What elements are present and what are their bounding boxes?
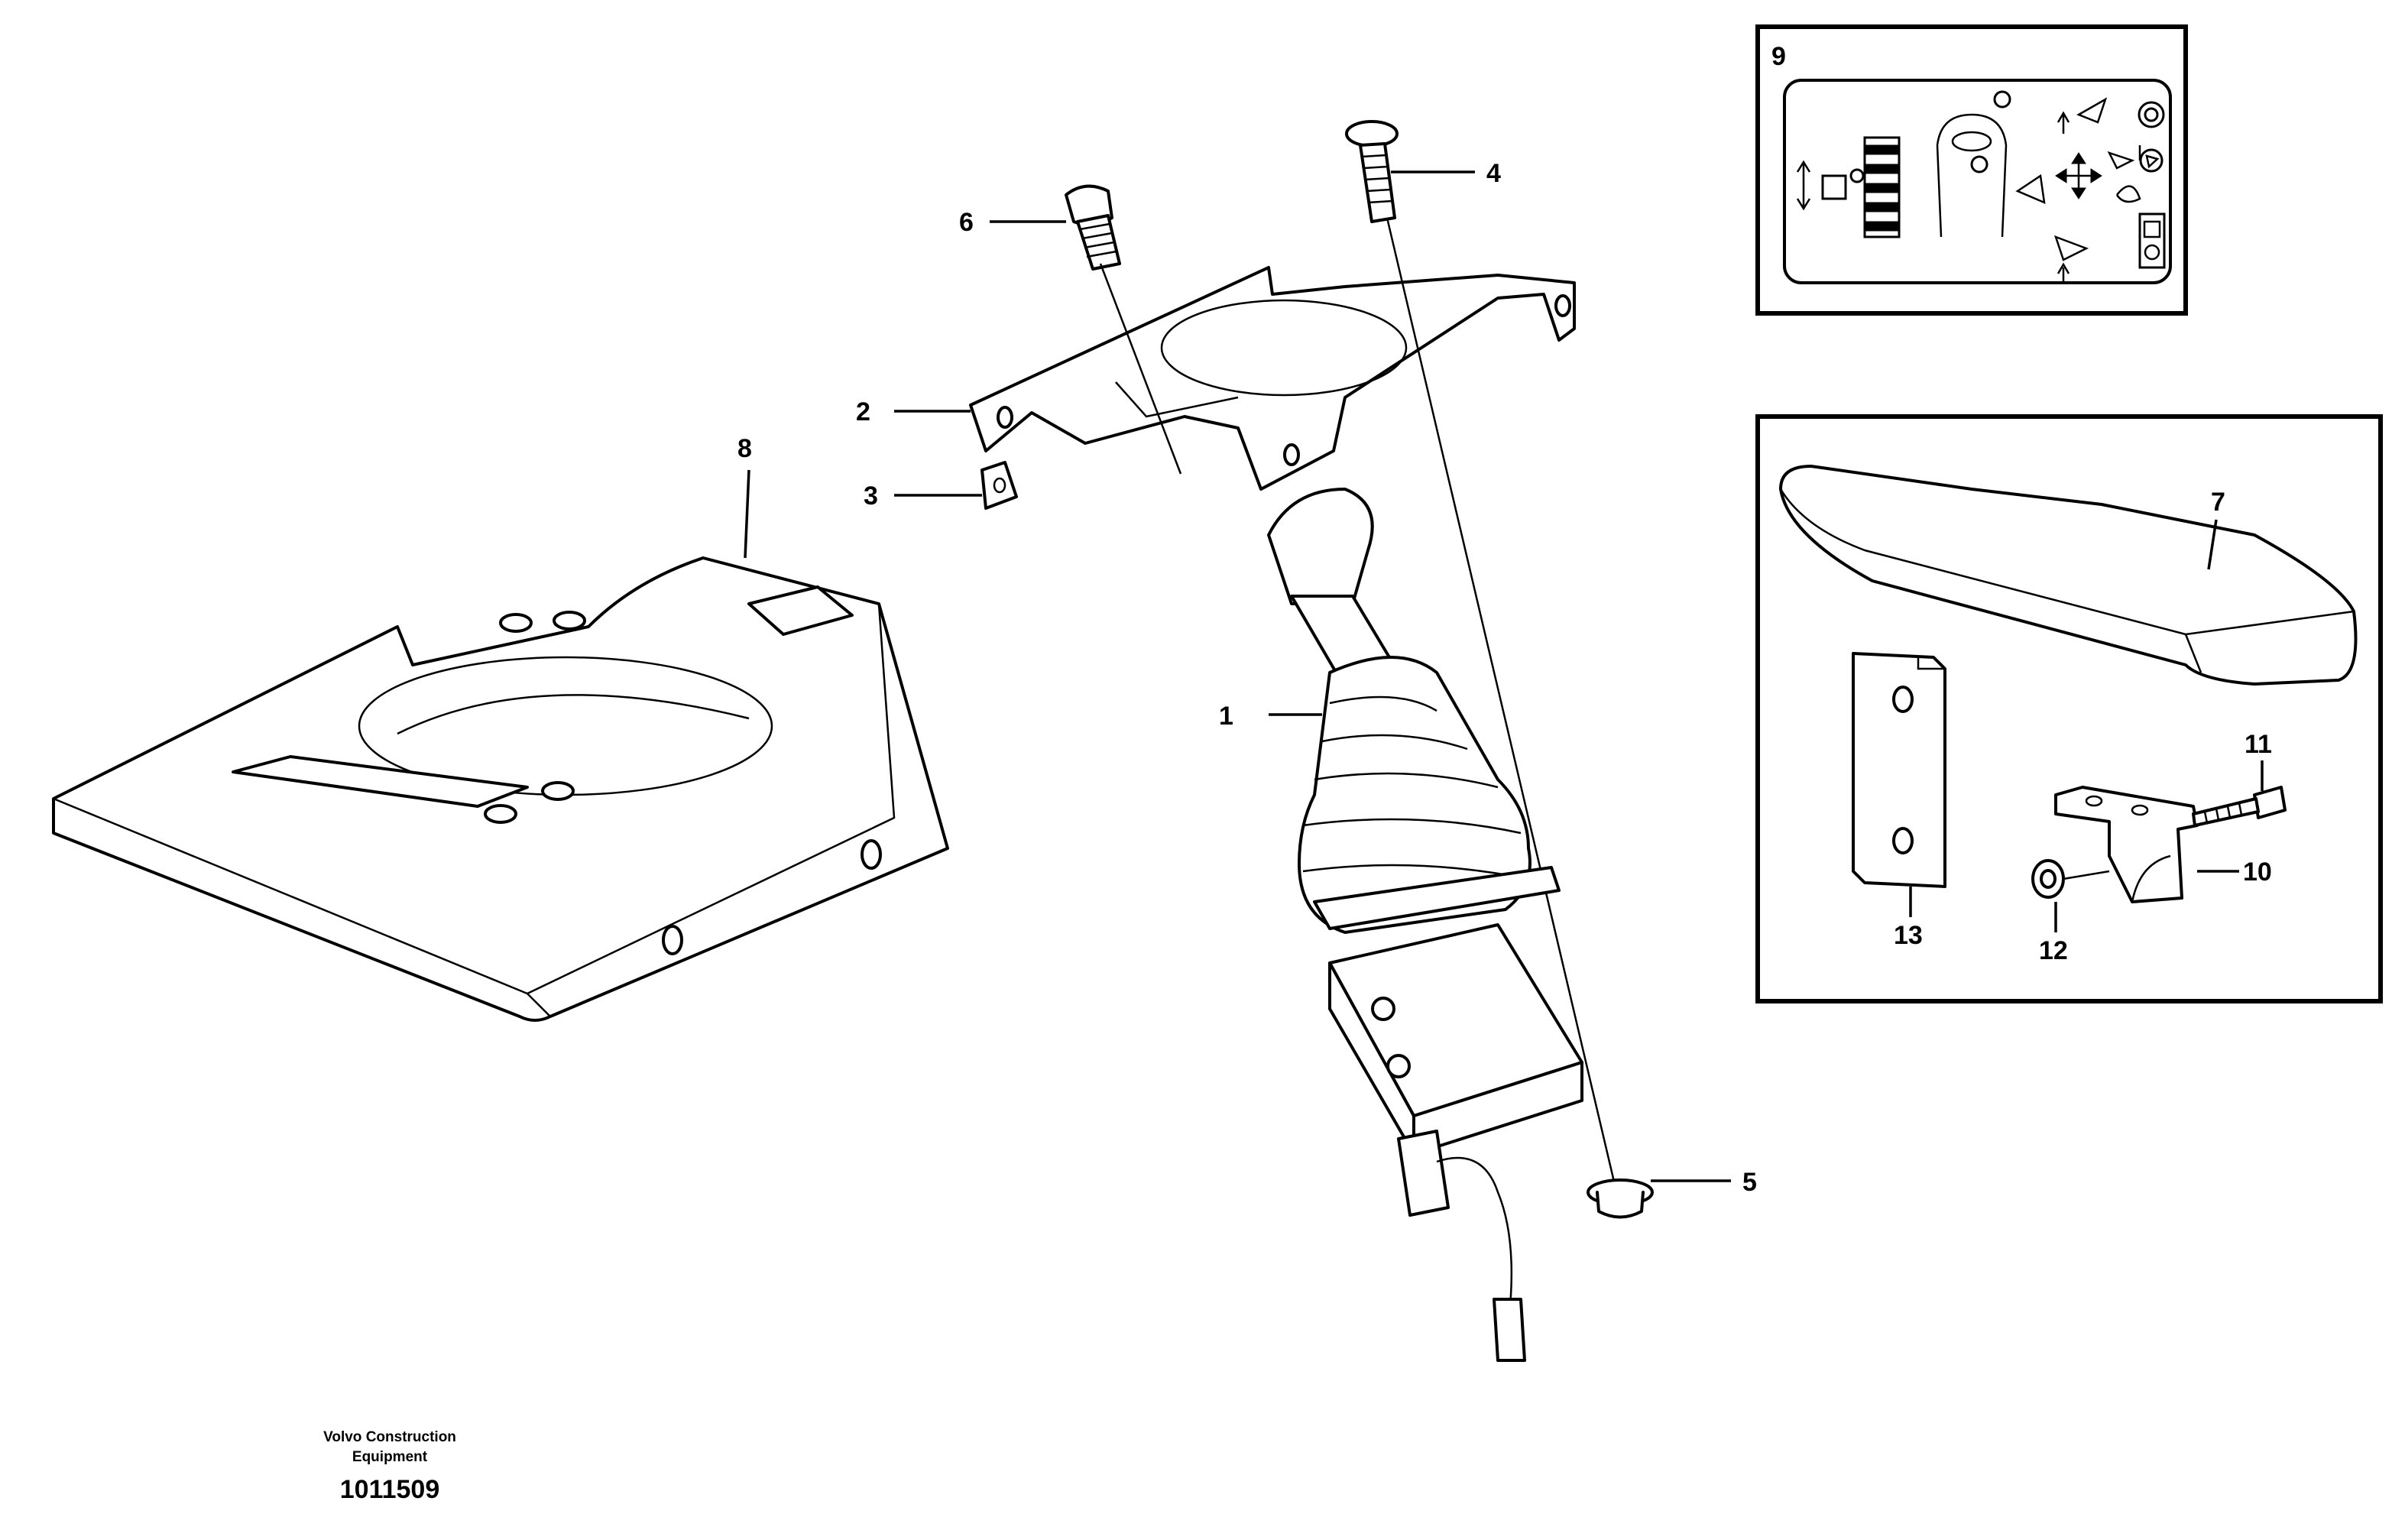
callout-9: 9 — [1771, 42, 1786, 71]
company-name-line1: Volvo Construction — [323, 1429, 456, 1445]
bracket-plate-icon — [969, 266, 1576, 491]
callout-13: 13 — [1894, 921, 1923, 950]
screw-icon — [1345, 120, 1399, 223]
callout-6: 6 — [959, 208, 974, 237]
console-cover-icon — [52, 556, 949, 1022]
armrest-pad-icon — [1779, 465, 2358, 686]
mounting-bracket-icon — [2054, 786, 2199, 903]
decal-icon — [1755, 24, 2188, 316]
clip-nut-icon — [980, 461, 1018, 510]
bolt-icon — [2192, 786, 2287, 827]
screw-icon — [1065, 184, 1121, 271]
callout-5: 5 — [1742, 1168, 1757, 1197]
detail-box — [1755, 414, 2383, 1003]
callout-3: 3 — [864, 481, 878, 511]
callout-labels: 1 2 3 4 5 6 7 8 9 10 11 12 13 — [737, 42, 2272, 1197]
flange-nut-icon — [1587, 1179, 1654, 1219]
callout-1: 1 — [1219, 702, 1233, 731]
callout-11: 11 — [2245, 730, 2272, 759]
leader-lines — [744, 170, 2264, 1182]
callout-10: 10 — [2243, 858, 2272, 887]
callout-8: 8 — [737, 434, 752, 463]
drawing-number: 1011509 — [340, 1475, 440, 1504]
washer-nut-icon — [2031, 859, 2065, 899]
footer: Volvo Construction Equipment 1011509 — [323, 1429, 456, 1504]
callout-2: 2 — [856, 397, 870, 426]
plate-icon — [1852, 652, 1946, 888]
callout-12: 12 — [2039, 936, 2068, 965]
callout-7: 7 — [2211, 488, 2225, 517]
joystick-control-icon — [1267, 488, 1583, 1362]
company-name-line2: Equipment — [352, 1449, 428, 1465]
callout-4: 4 — [1486, 159, 1501, 188]
